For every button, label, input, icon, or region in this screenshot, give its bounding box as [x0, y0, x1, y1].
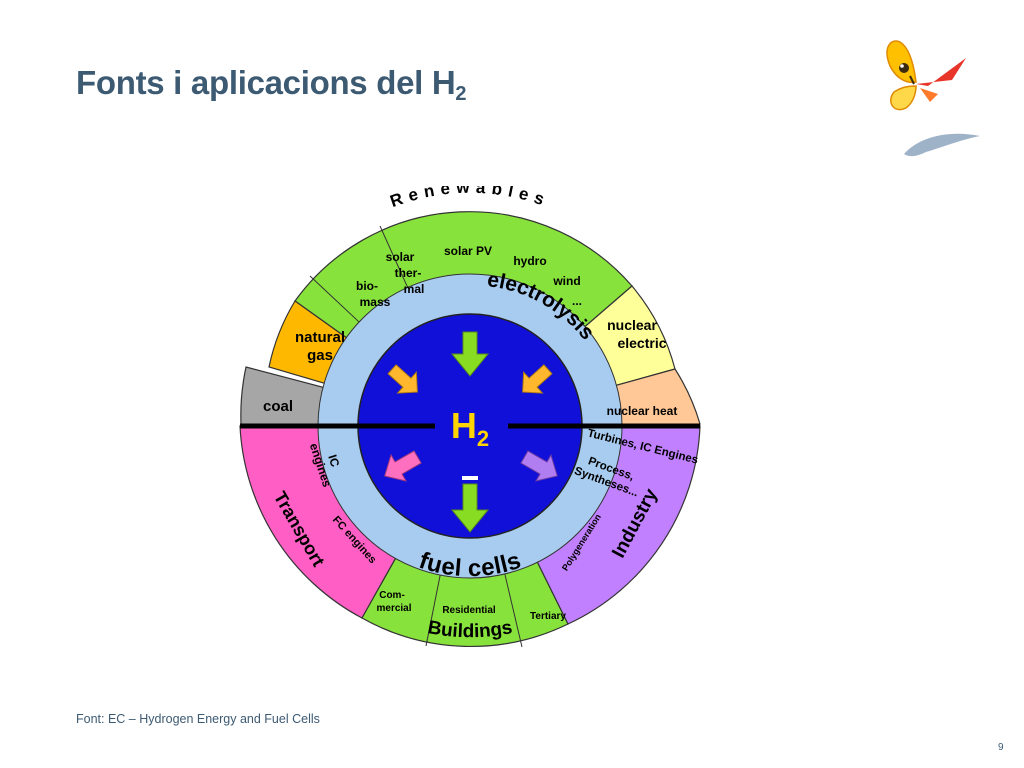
arrow-green-bar [462, 476, 478, 480]
page-number: 9 [998, 742, 1004, 753]
arrow-green-down-icon [450, 331, 490, 377]
butterfly-logo-icon [886, 40, 980, 157]
arrow-orange-left-icon [522, 364, 553, 394]
biomass-label: bio-mass [356, 279, 391, 309]
page-title: Fonts i aplicacions del H2 [76, 64, 467, 106]
coal-label: coal [263, 398, 293, 415]
tertiary-label: Tertiary [530, 611, 566, 622]
renewables-label: Renewables [388, 186, 553, 211]
center-h2-label: H2 [451, 405, 489, 451]
arrow-orange-right-icon [387, 364, 418, 394]
title-text: Fonts i aplicacions del H [76, 64, 456, 101]
commercial-label: Com-mercial [376, 590, 411, 614]
ellipsis-label: ... [572, 294, 582, 308]
residential-label: Residential [442, 605, 496, 616]
solar-pv-label: solar PV [444, 244, 492, 258]
buildings-label: Buildings [426, 617, 514, 642]
hydro-label: hydro [513, 254, 546, 268]
hydrogen-wheel-diagram: H2 Renewables electrolysis fuel cells Bu… [239, 186, 701, 648]
arrow-purple-out-icon [520, 450, 558, 482]
arrow-pink-out-icon [384, 450, 422, 482]
wind-label: wind [552, 274, 580, 288]
title-subscript: 2 [455, 83, 467, 105]
arrow-green-down-lower-icon [450, 483, 490, 533]
nuclear-heat-label: nuclear heat [607, 404, 678, 418]
source-caption: Font: EC – Hydrogen Energy and Fuel Cell… [76, 712, 320, 726]
